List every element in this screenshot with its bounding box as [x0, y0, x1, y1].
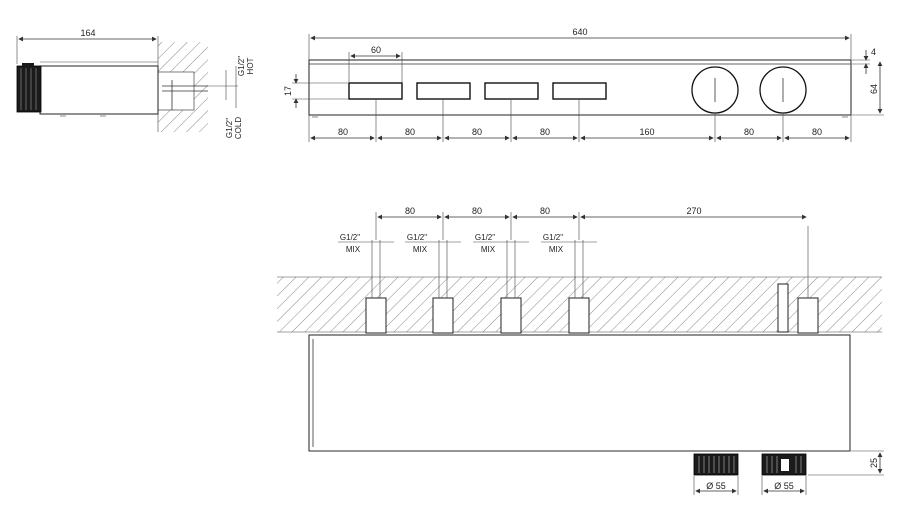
spacing-dim-1: 80: [405, 206, 415, 216]
bottom-dim-3: 80: [472, 127, 482, 137]
side-body: [39, 65, 159, 115]
knob-depth-dim: 25: [869, 458, 879, 468]
bottom-knob-2: [761, 453, 807, 476]
outlet-2-size: G1/2": [407, 233, 427, 242]
button-height-dim: 17: [283, 86, 293, 96]
top-thickness-dim: 4: [871, 47, 876, 57]
bottom-dim-2: 80: [405, 127, 415, 137]
button-4: [552, 82, 607, 100]
supply-inlets: [777, 226, 819, 334]
front-view: 640 60 17 4 64: [283, 27, 884, 142]
outlet-4: [568, 240, 590, 334]
outlet-3-size: G1/2": [475, 233, 495, 242]
bottom-dim-7: 80: [812, 127, 822, 137]
button-2: [416, 82, 471, 100]
button-width-dim: 60: [371, 45, 381, 55]
hot-label: HOT: [246, 57, 255, 74]
hot-label-size: G1/2": [237, 56, 246, 76]
side-knob: [16, 65, 42, 113]
top-body: [308, 334, 851, 452]
spacing-dim-4: 270: [686, 206, 701, 216]
spacing-dim-2: 80: [472, 206, 482, 216]
overall-height-dim: 64: [869, 84, 879, 94]
outlet-4-size: G1/2": [543, 233, 563, 242]
side-view: 164 G1/2" HOT G1/2" COLD: [16, 28, 255, 139]
bottom-knob-1: [693, 453, 739, 476]
front-width-dim: 640: [572, 27, 587, 37]
button-1: [348, 82, 403, 100]
outlet-3-type: MIX: [481, 245, 496, 254]
bottom-dim-1: 80: [338, 127, 348, 137]
outlet-4-type: MIX: [549, 245, 564, 254]
cold-label-size: G1/2": [225, 118, 234, 138]
outlet-1-size: G1/2": [340, 233, 360, 242]
outlet-2: [432, 240, 454, 334]
side-width-dim: 164: [80, 28, 95, 38]
outlet-1: [365, 240, 387, 334]
top-view: 80 80 80 270 G1/2" MIX G1/2" MIX G1/2" M…: [277, 206, 884, 495]
bottom-dim-4: 80: [540, 127, 550, 137]
spacing-dim-3: 80: [540, 206, 550, 216]
cold-label: COLD: [234, 117, 243, 139]
outlet-2-type: MIX: [413, 245, 428, 254]
outlet-3: [500, 240, 522, 334]
outlet-1-type: MIX: [346, 245, 361, 254]
bottom-dim-6: 80: [744, 127, 754, 137]
knob-diameter-2: Ø 55: [774, 481, 794, 491]
button-3: [484, 82, 539, 100]
knob-diameter-1: Ø 55: [706, 481, 726, 491]
bottom-dim-5: 160: [639, 127, 654, 137]
